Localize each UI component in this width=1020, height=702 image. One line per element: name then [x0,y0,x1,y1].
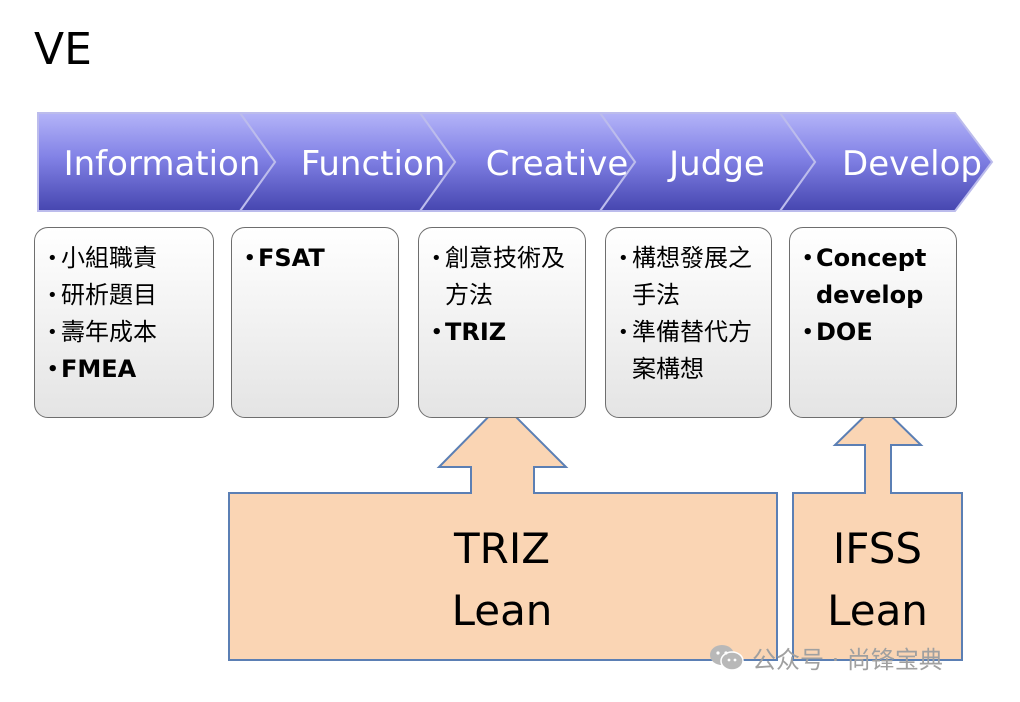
phase-box-creative: 創意技術及方法 TRIZ [418,227,586,418]
ifss-lean-label: IFSS Lean [793,518,962,642]
phase-box-judge: 構想發展之手法 準備替代方案構想 [605,227,772,418]
list-item: 壽年成本 [47,314,203,351]
list-item: Concept develop [802,240,946,314]
phase-label-creative: Creative [486,144,629,184]
tool-label-lean: Lean [827,586,928,635]
triz-lean-arrow [228,401,778,661]
page-title: VE [34,24,92,75]
list-item: 創意技術及方法 [431,240,575,314]
wechat-icon [710,644,744,671]
list-item: 準備替代方案構想 [618,314,761,388]
phase-label-function: Function [301,144,446,184]
ifss-lean-arrow [792,401,963,661]
list-item: 小組職責 [47,240,203,277]
tool-label-triz: TRIZ [454,524,550,573]
list-item: TRIZ [431,314,575,351]
list-item: DOE [802,314,946,351]
tool-label-ifss: IFSS [832,524,923,573]
list-item: FSAT [244,240,388,277]
triz-lean-label: TRIZ Lean [402,518,602,642]
chevron-information [37,112,277,212]
list-item: 構想發展之手法 [618,240,761,314]
tool-label-lean: Lean [451,586,553,635]
phase-label-information: Information [64,144,261,184]
phase-box-information: 小組職責 研析題目 壽年成本 FMEA [34,227,214,418]
phase-box-function: FSAT [231,227,399,418]
phase-label-judge: Judge [667,144,765,184]
watermark: 公众号 · 尚锋宝典 [708,640,943,675]
phase-label-develop: Develop [842,144,982,184]
phase-box-develop: Concept develop DOE [789,227,957,418]
list-item: FMEA [47,351,203,388]
watermark-text: 公众号 · 尚锋宝典 [752,646,943,674]
list-item: 研析題目 [47,277,203,314]
